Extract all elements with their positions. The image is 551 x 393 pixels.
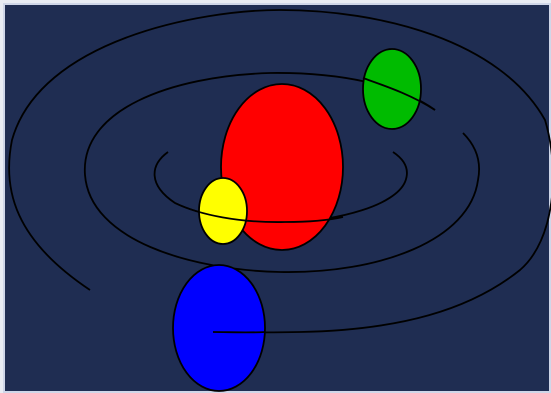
- yellow-body: [199, 178, 247, 244]
- blue-body: [173, 265, 265, 391]
